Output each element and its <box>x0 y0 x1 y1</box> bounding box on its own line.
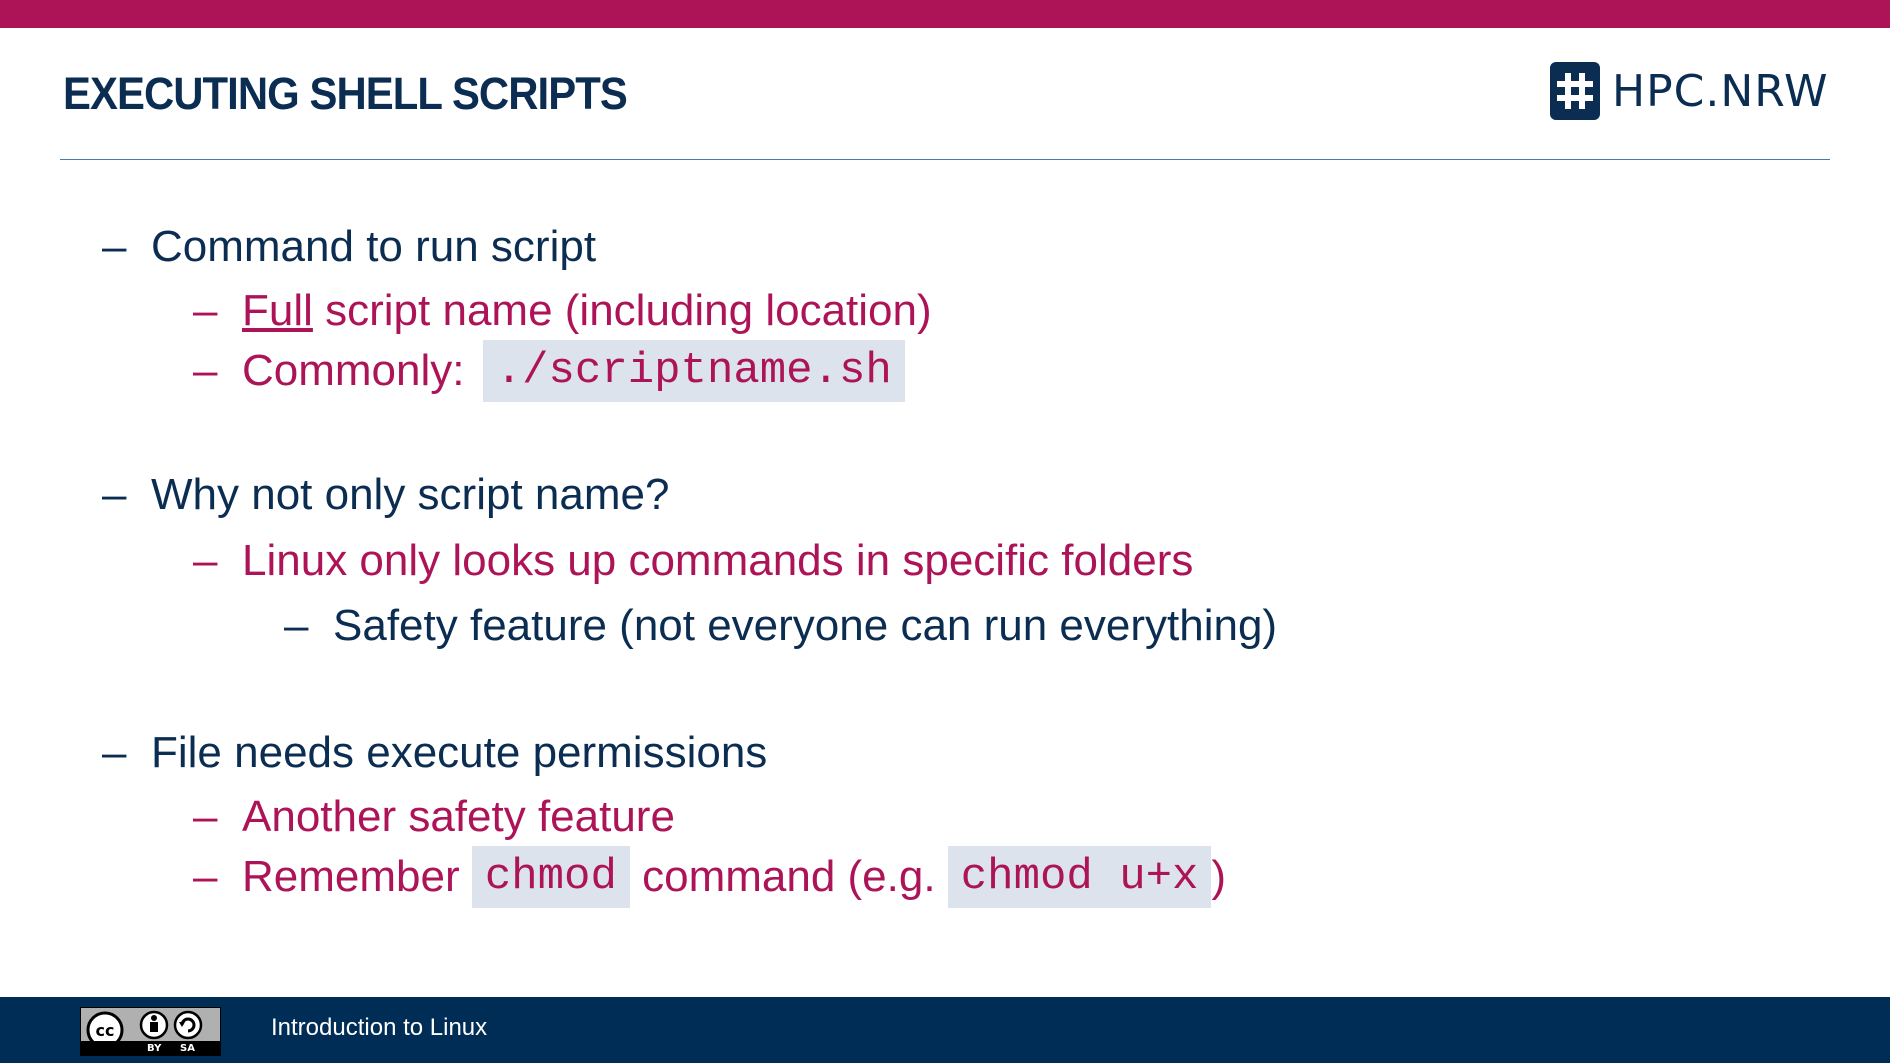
bullet-dash: – <box>193 852 218 901</box>
course-title: Introduction to Linux <box>271 1014 488 1041</box>
bullet-dash: – <box>193 286 218 335</box>
bullet-emphasis: Full <box>242 286 313 335</box>
slide-title: EXECUTING SHELL SCRIPTS <box>63 68 628 119</box>
bullet-dash: – <box>102 222 127 271</box>
bullet-dash: – <box>193 536 218 585</box>
top-accent-bar <box>0 0 1890 28</box>
bullet-text: Another safety feature <box>242 792 675 841</box>
hpc-nrw-logo: HPC.NRW <box>1550 62 1829 120</box>
code-snippet: chmod u+x <box>947 846 1212 908</box>
bullet-text: Why not only script name? <box>151 470 670 519</box>
bullet-text: Command to run script <box>151 222 597 271</box>
bullet-text: command (e.g. <box>629 852 948 901</box>
bullet-item: – File needs execute permissions <box>102 728 767 778</box>
bullet-text: Commonly: <box>242 346 477 395</box>
bullet-text: Linux only looks up commands in specific… <box>242 536 1194 585</box>
code-snippet: ./scriptname.sh <box>482 340 905 402</box>
bullet-item: – Linux only looks up commands in specif… <box>193 536 1193 586</box>
bullet-item: – Full script name (including location) <box>193 286 932 336</box>
bullet-dash: – <box>102 728 127 777</box>
cc-label-strip <box>81 1041 220 1055</box>
bullet-item: – Another safety feature <box>193 792 675 842</box>
cc-sa-label: SA <box>180 1043 195 1054</box>
bullet-item: – Safety feature (not everyone can run e… <box>284 601 1277 651</box>
svg-text:cc: cc <box>96 1021 115 1040</box>
bullet-text: Safety feature (not everyone can run eve… <box>333 601 1278 650</box>
bullet-dash: – <box>193 346 218 395</box>
bullet-dash: – <box>284 601 309 650</box>
hash-icon <box>1550 62 1600 120</box>
bullet-dash: – <box>193 792 218 841</box>
footer-bar <box>0 997 1890 1063</box>
bullet-text: Remember <box>242 852 472 901</box>
bullet-item: – Commonly: ./scriptname.sh <box>193 340 905 402</box>
bullet-text: ) <box>1211 852 1227 901</box>
bullet-text: File needs execute permissions <box>151 728 768 777</box>
logo-text: HPC.NRW <box>1612 65 1829 117</box>
cc-by-label: BY <box>147 1043 162 1054</box>
bullet-text: script name (including location) <box>312 286 932 335</box>
title-divider <box>60 159 1830 160</box>
bullet-dash: – <box>102 470 127 519</box>
bullet-item: – Why not only script name? <box>102 470 669 520</box>
code-snippet: chmod <box>471 846 630 908</box>
bullet-item: – Remember chmod command (e.g. chmod u+x… <box>193 846 1226 908</box>
bullet-item: – Command to run script <box>102 222 596 272</box>
cc-license-badge: cc BY SA <box>80 1007 221 1056</box>
